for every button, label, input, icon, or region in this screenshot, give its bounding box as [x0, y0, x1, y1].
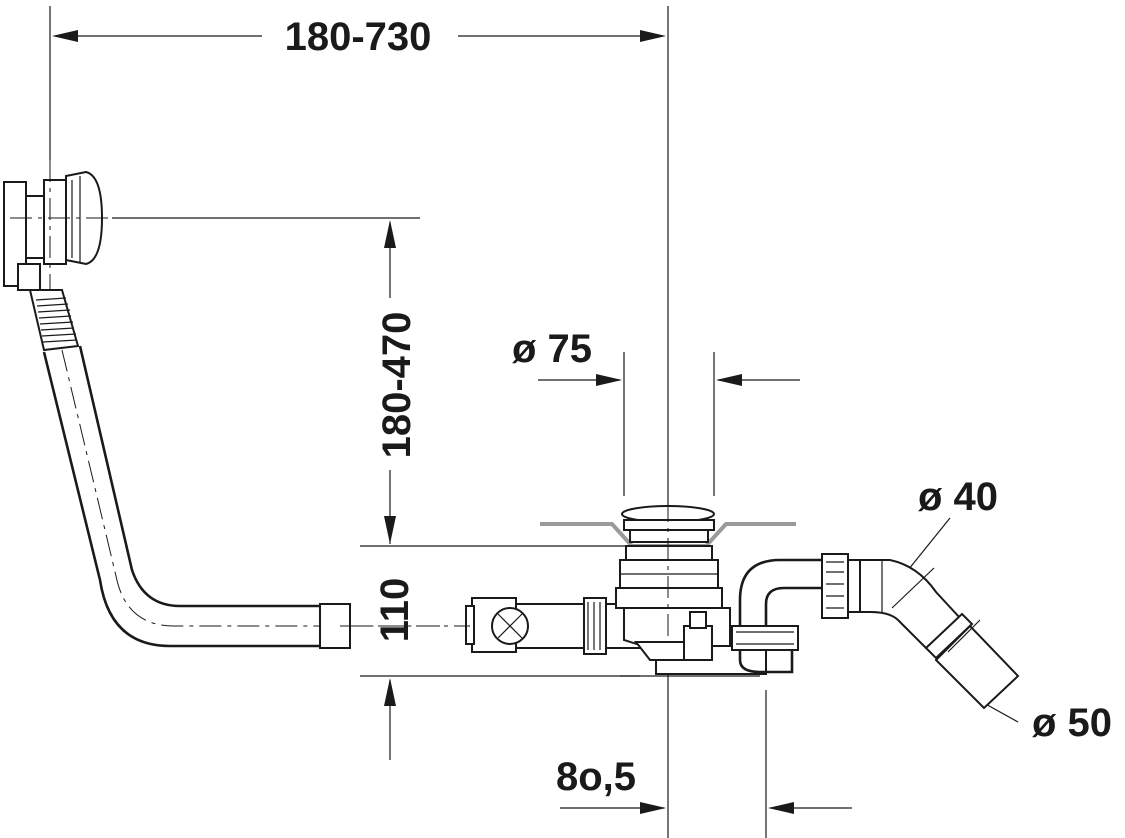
pipe-height-label: 110: [373, 578, 417, 643]
drain-diameter-label: ø 75: [512, 327, 592, 371]
drain-body: [540, 500, 796, 700]
vertical-span-label: 180-470: [375, 312, 419, 459]
horizontal-span-label: 180-730: [285, 15, 432, 59]
overflow-head: [3, 160, 110, 291]
outlet-elbow: [821, 553, 962, 650]
flex-hose: [28, 289, 80, 352]
trap-bend: [731, 558, 822, 674]
arrow-left-head: [52, 30, 78, 42]
dimension-lines: [49, 6, 1019, 838]
arrow-right-head: [640, 30, 666, 42]
outlet-diameter-label: ø 50: [1032, 701, 1112, 745]
elbow-diameter-label: ø 40: [918, 475, 998, 519]
outlet-pipe: [924, 612, 1020, 710]
offset-label: 8o,5: [556, 755, 636, 799]
trap-clip: [633, 611, 713, 661]
